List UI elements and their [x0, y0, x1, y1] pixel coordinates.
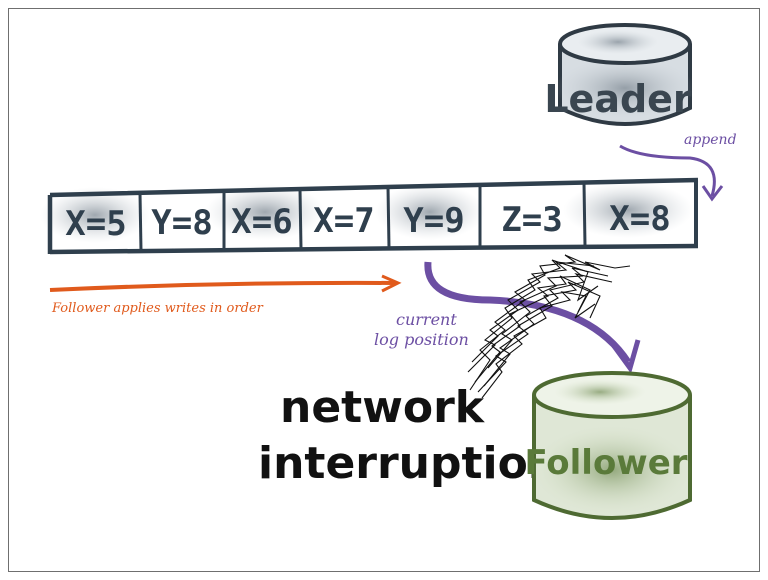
log-top-edge [49, 177, 699, 198]
log-smudge-2 [205, 184, 325, 240]
scribble-stroke-8 [483, 273, 613, 387]
append-arrow [619, 144, 716, 197]
log-entry-6: Z=3 [501, 200, 562, 240]
replication-arrowhead [611, 339, 641, 374]
leader-body-shading [555, 58, 695, 118]
log-divider-3 [298, 188, 303, 250]
follower-body-shading [532, 425, 692, 515]
current-position-label-2: log position [374, 330, 469, 349]
log-bottom-edge [49, 243, 699, 255]
leader-label: Leader [544, 77, 692, 121]
scribble-stroke-7 [477, 281, 601, 393]
scribble-stroke-3 [474, 275, 596, 383]
replication-log: X=5 Y=8 X=6 X=7 Y=9 Z=3 X=8 [40, 177, 699, 255]
log-divider-4 [386, 186, 391, 249]
log-smudge-1 [40, 187, 150, 243]
log-entry-5: Y=9 [403, 201, 464, 241]
log-divider-1 [138, 192, 143, 252]
log-divider-6 [582, 182, 587, 247]
apply-order-label: Follower applies writes in order [51, 301, 264, 316]
leader-database: Leader [544, 23, 695, 126]
append-arrowhead [701, 185, 724, 202]
apply-order-arrowhead [381, 274, 402, 293]
scribble-stroke-1 [469, 254, 631, 391]
log-entry-3: X=6 [231, 202, 292, 242]
leader-top-shading [578, 30, 658, 54]
follower-top-shading [554, 379, 646, 405]
log-entry-4: X=7 [313, 201, 374, 241]
log-entry-1: X=5 [65, 204, 126, 244]
follower-label: Follower [524, 443, 687, 483]
log-entry-7: X=8 [609, 199, 670, 239]
scribble-stroke-5 [487, 267, 609, 369]
append-label: append [684, 132, 737, 148]
log-smudge-4 [563, 182, 693, 238]
network-label-2: interruption [258, 438, 559, 489]
scribble-stroke-6 [471, 261, 595, 363]
apply-order-arrow [49, 280, 396, 292]
log-smudge-3 [375, 184, 485, 240]
scribble-stroke-4 [481, 291, 587, 399]
network-scribble [467, 254, 631, 399]
log-entry-2: Y=8 [151, 203, 212, 243]
network-label-1: network [280, 382, 486, 433]
follower-database: Follower [524, 371, 692, 520]
current-position-label-1: current [396, 310, 457, 329]
replication-arrow [424, 261, 631, 364]
